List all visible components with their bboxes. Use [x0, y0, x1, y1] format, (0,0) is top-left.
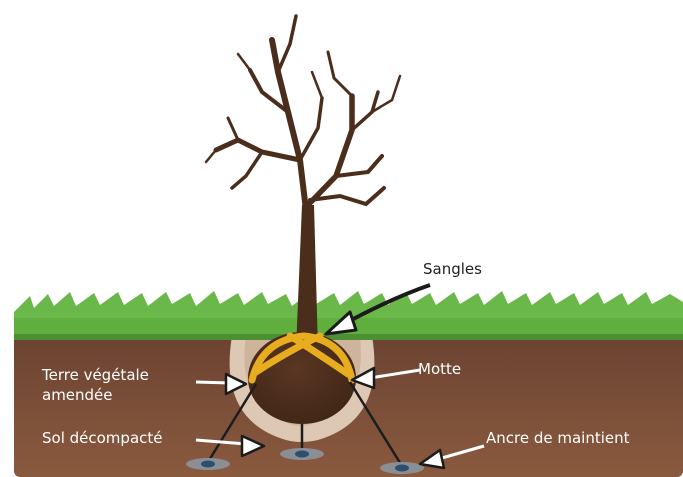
label-terre-line1: Terre végétale [42, 366, 149, 384]
label-motte: Motte [418, 360, 462, 378]
label-sol-decompacte: Sol décompacté [42, 429, 163, 447]
arrow-sol [195, 434, 266, 458]
straps [248, 332, 356, 384]
arrow-terre [195, 372, 248, 396]
arrow-motte [350, 366, 421, 390]
anchor-left [186, 458, 230, 470]
label-terre-line2: amendée [42, 386, 113, 404]
tree-trunk [296, 205, 318, 350]
arrow-ancre [418, 444, 485, 470]
anchor-cables [206, 381, 404, 467]
tree [204, 14, 402, 350]
root-ball [248, 332, 356, 424]
label-terre-vegetale: Terre végétale amendée [42, 365, 149, 405]
arrow-sangles [324, 283, 431, 336]
anchor-center [280, 448, 324, 460]
label-ancre-de-maintient: Ancre de maintient [486, 429, 630, 447]
anchor-right [380, 462, 424, 474]
label-sangles: Sangles [423, 260, 482, 278]
